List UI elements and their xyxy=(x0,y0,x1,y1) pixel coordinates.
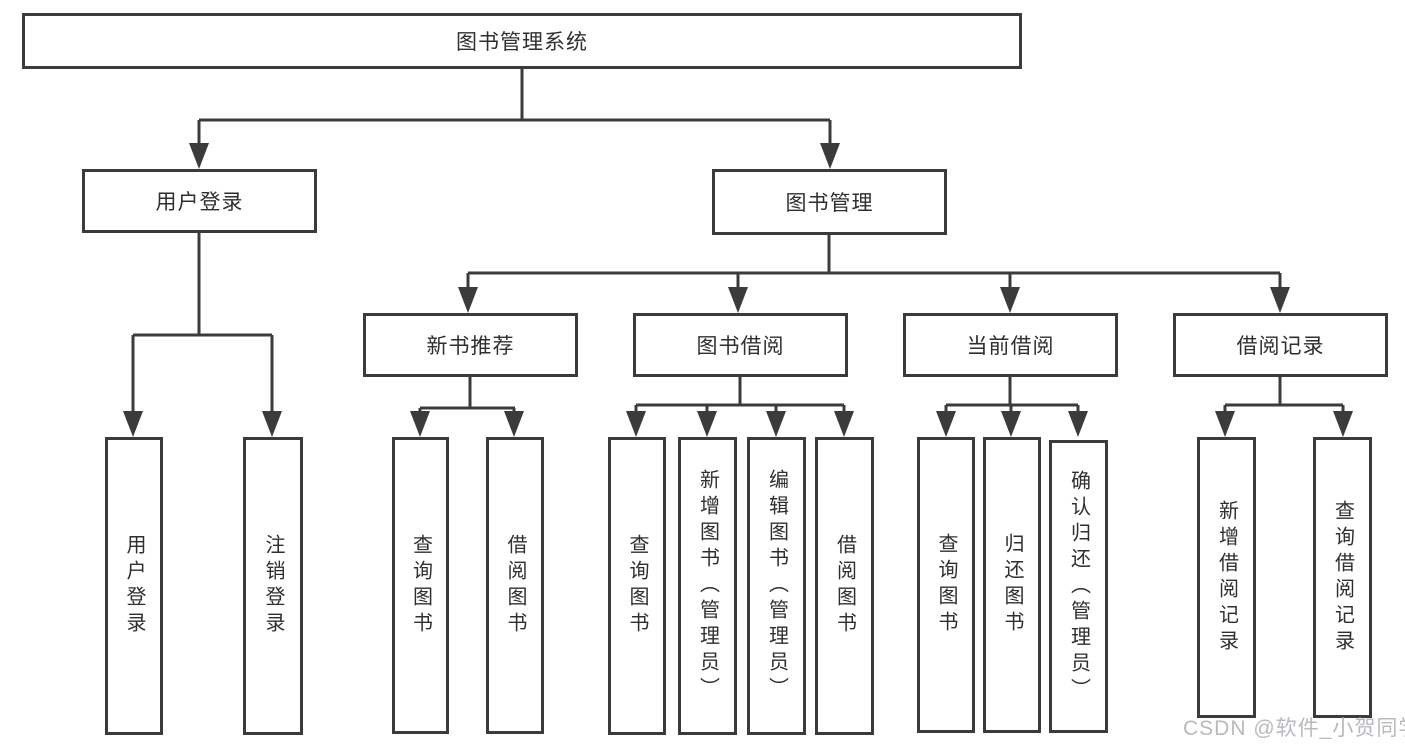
leaf-query-books-1: 查询图书 xyxy=(392,437,449,734)
leaf-user-login-label: 用户登录 xyxy=(123,534,145,638)
leaf-query-books-2: 查询图书 xyxy=(608,437,666,735)
leaf-logout: 注销登录 xyxy=(243,437,303,735)
leaf-query-books-3-label: 查询图书 xyxy=(935,533,957,637)
leaf-confirm-return-admin: 确认归还（管理员） xyxy=(1049,440,1108,733)
node-book-borrow: 图书借阅 xyxy=(633,313,848,377)
csdn-watermark: CSDN @软件_小贺同学 xyxy=(1183,717,1405,740)
node-user-login: 用户登录 xyxy=(82,169,317,233)
leaf-borrow-books-1-label: 借阅图书 xyxy=(504,533,526,638)
node-book-borrow-label: 图书借阅 xyxy=(696,335,785,358)
node-current-borrow-label: 当前借阅 xyxy=(966,335,1055,358)
node-new-book-recommend-label: 新书推荐 xyxy=(426,335,515,358)
leaf-logout-label: 注销登录 xyxy=(262,534,284,638)
leaf-add-books-admin-label: 新增图书（管理员） xyxy=(696,469,719,703)
leaf-return-books-label: 归还图书 xyxy=(1001,533,1023,637)
leaf-edit-books-admin: 编辑图书（管理员） xyxy=(747,437,806,735)
leaf-return-books: 归还图书 xyxy=(983,437,1041,733)
node-new-book-recommend: 新书推荐 xyxy=(363,313,578,377)
node-root-label: 图书管理系统 xyxy=(456,31,588,54)
node-root: 图书管理系统 xyxy=(22,13,1022,69)
leaf-query-books-2-label: 查询图书 xyxy=(626,534,648,638)
leaf-add-books-admin: 新增图书（管理员） xyxy=(678,437,737,735)
leaf-borrow-books-2-label: 借阅图书 xyxy=(833,534,856,638)
node-book-management: 图书管理 xyxy=(712,169,947,235)
leaf-query-borrow-record: 查询借阅记录 xyxy=(1313,437,1372,718)
node-borrow-records: 借阅记录 xyxy=(1173,313,1388,377)
leaf-user-login: 用户登录 xyxy=(105,437,163,735)
node-borrow-records-label: 借阅记录 xyxy=(1236,335,1325,358)
node-user-login-label: 用户登录 xyxy=(155,191,244,214)
leaf-add-borrow-record-label: 新增借阅记录 xyxy=(1215,499,1238,656)
leaf-query-books-1-label: 查询图书 xyxy=(409,533,432,638)
leaf-add-borrow-record: 新增借阅记录 xyxy=(1197,437,1256,718)
leaf-query-borrow-record-label: 查询借阅记录 xyxy=(1331,499,1354,656)
leaf-edit-books-admin-label: 编辑图书（管理员） xyxy=(765,469,788,703)
leaf-query-books-3: 查询图书 xyxy=(917,437,975,733)
leaf-confirm-return-admin-label: 确认归还（管理员） xyxy=(1067,469,1090,704)
node-book-management-label: 图书管理 xyxy=(785,192,874,215)
node-current-borrow: 当前借阅 xyxy=(903,313,1118,377)
leaf-borrow-books-2: 借阅图书 xyxy=(815,437,874,735)
leaf-borrow-books-1: 借阅图书 xyxy=(486,437,544,734)
